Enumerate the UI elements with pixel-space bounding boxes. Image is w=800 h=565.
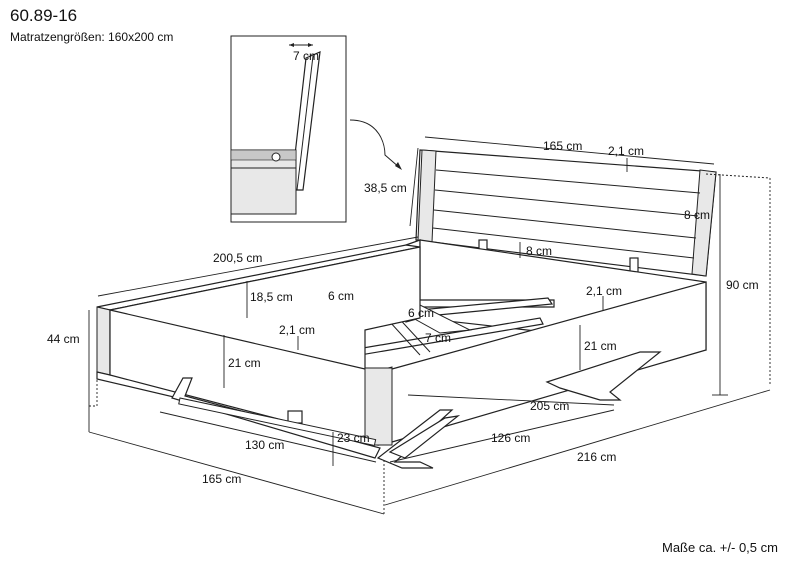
label-headboard-width: 165 cm [543,139,582,153]
label-slat-ledge-top: 6 cm [328,289,354,303]
label-frame-side-height: 18,5 cm [250,290,293,304]
label-inner-board: 2,1 cm [279,323,315,337]
runners [171,351,662,469]
label-frame-height: 44 cm [47,332,80,346]
label-headboard-board: 2,1 cm [608,144,644,158]
rail-left-end [96,306,111,376]
label-slat-ledge-inner: 6 cm [408,306,434,320]
label-total-width: 165 cm [202,472,241,486]
dimension-lines [88,136,771,515]
label-detail-thickness: 7 cm [293,49,319,63]
label-foot-height: 23 cm [337,431,370,445]
label-headboard-height: 38,5 cm [364,181,407,195]
mattress-size: Matratzengrößen: 160x200 cm [10,30,174,44]
label-headboard-post: 8 cm [684,208,710,222]
headboard [415,149,717,277]
label-inner-gap: 7 cm [425,331,451,345]
label-total-length: 216 cm [577,450,616,464]
label-front-inner-height: 21 cm [228,356,261,370]
label-inner-width: 126 cm [491,431,530,445]
detail-connector [349,119,401,169]
rail-foot-corner [364,367,393,446]
label-frame-length-top: 200,5 cm [213,251,262,265]
detail-connector-arrow [395,162,402,170]
detail-inset [230,35,347,223]
label-inner-length: 205 cm [530,399,569,413]
article-number: 60.89-16 [10,6,78,25]
label-right-inner-height: 21 cm [584,339,617,353]
label-runner-length: 130 cm [245,438,284,452]
label-right-board: 2,1 cm [586,284,622,298]
label-headboard-gap: 8 cm [526,244,552,258]
tolerance-note: Maße ca. +/- 0,5 cm [662,540,778,555]
label-total-height: 90 cm [726,278,759,292]
